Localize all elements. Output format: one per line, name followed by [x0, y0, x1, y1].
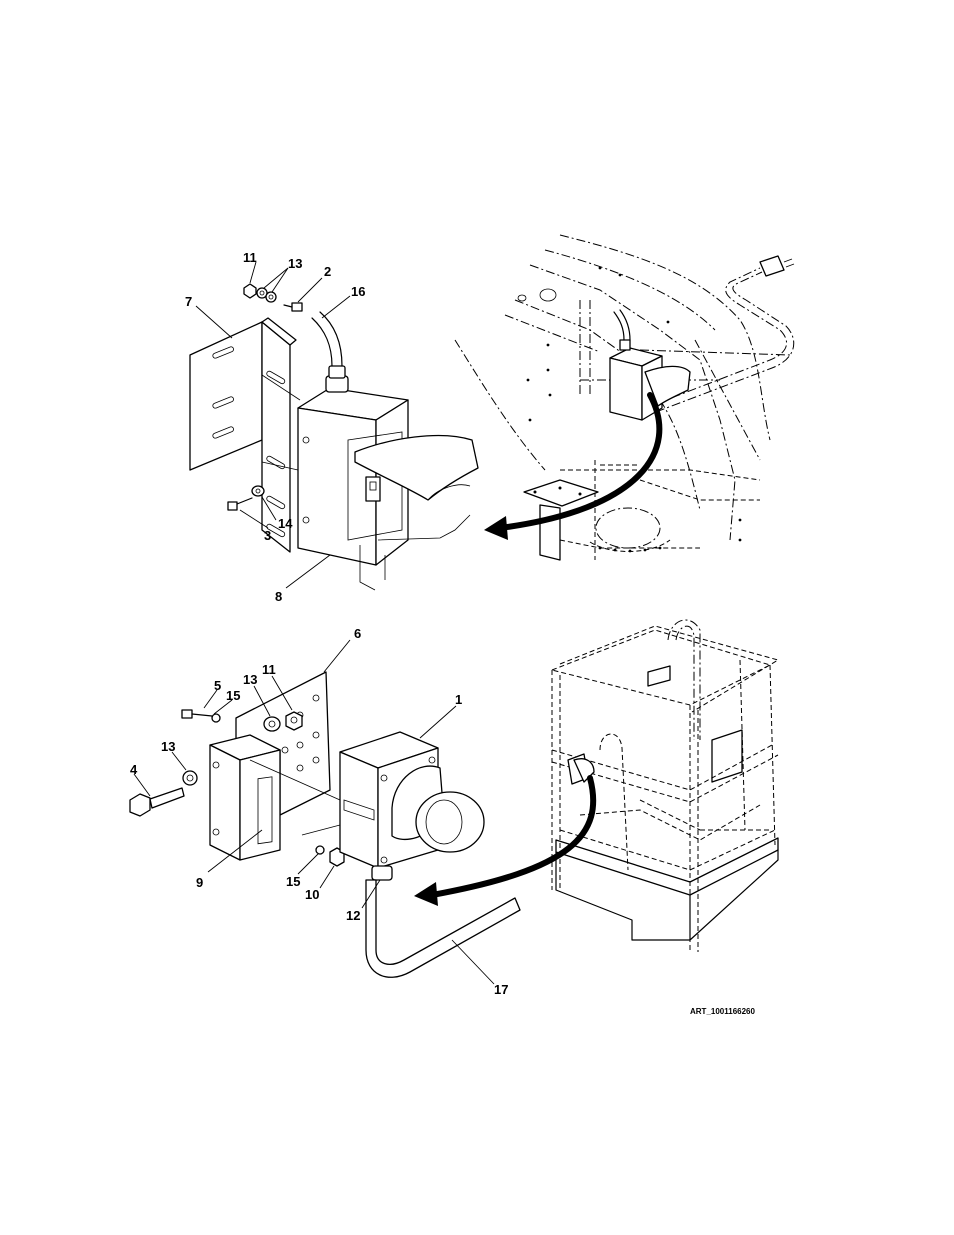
- callout-3: 3: [264, 528, 271, 543]
- callout-2: 2: [324, 264, 331, 279]
- top-exploded-assembly: [190, 284, 478, 590]
- washer-13-bottom-a: [264, 717, 280, 731]
- callout-13-top: 13: [288, 256, 302, 271]
- callout-12: 12: [346, 908, 360, 923]
- cable-gland-12: [372, 866, 392, 880]
- washer-13-top-b: [266, 292, 276, 302]
- callout-1: 1: [455, 692, 462, 707]
- bottom-exploded-assembly: [130, 672, 520, 977]
- callout-8: 8: [275, 589, 282, 604]
- callout-17: 17: [494, 982, 508, 997]
- washer-15-lower: [316, 846, 324, 854]
- screw-2: [284, 303, 302, 311]
- callout-11-top: 11: [243, 250, 257, 265]
- callout-14: 14: [278, 516, 293, 531]
- callout-15-upper: 15: [226, 688, 240, 703]
- bracket-9: [210, 735, 280, 860]
- callout-16: 16: [351, 284, 365, 299]
- nut-11-top: [244, 284, 256, 298]
- callout-4: 4: [130, 762, 138, 777]
- callout-6: 6: [354, 626, 361, 641]
- socket-enclosure-1: [340, 732, 484, 868]
- art-reference-label: ART_1001166260: [690, 1007, 755, 1016]
- washer-14: [252, 486, 264, 496]
- bolt-5: [182, 710, 212, 718]
- plug-icon: [760, 256, 794, 276]
- top-installed-view: [455, 235, 794, 560]
- callout-7: 7: [185, 294, 192, 309]
- callout-13-bottom-a: 13: [243, 672, 257, 687]
- platform-basket-view: [414, 620, 778, 952]
- callout-11-bottom: 11: [262, 662, 276, 677]
- washer-13-bottom-b: [183, 771, 197, 785]
- callout-13-bottom-b: 13: [161, 739, 175, 754]
- screw-3: [228, 498, 252, 510]
- enclosure-box-8: [298, 312, 478, 590]
- callout-15-lower: 15: [286, 874, 300, 889]
- nut-11-bottom: [286, 712, 302, 730]
- callout-9: 9: [196, 875, 203, 890]
- bolt-4: [130, 788, 184, 816]
- callout-5: 5: [214, 678, 221, 693]
- callout-10: 10: [305, 887, 319, 902]
- washer-15-upper: [212, 714, 220, 722]
